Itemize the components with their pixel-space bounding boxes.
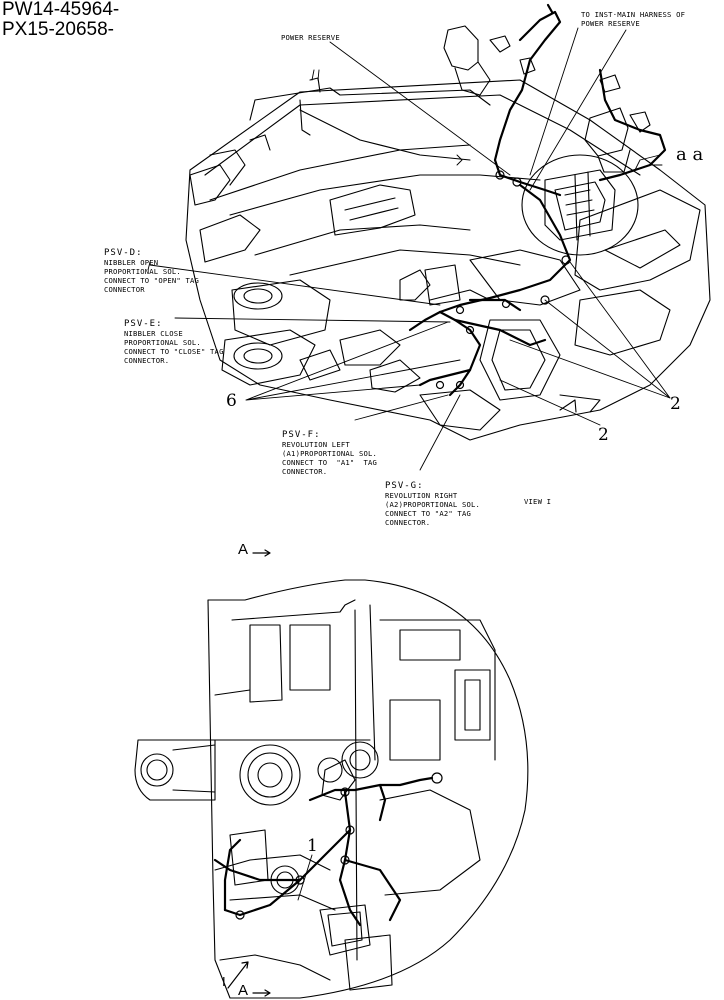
callout-power-reserve: POWER RESERVE (281, 33, 340, 42)
item-1-leader (298, 855, 312, 900)
valve-block (522, 155, 638, 255)
leader-lines (148, 28, 670, 470)
harness-clamps (437, 171, 571, 389)
psv-g-body: REVOLUTION RIGHT (A2)PROPORTIONAL SOL. C… (385, 491, 481, 527)
psv-f-body: REVOLUTION LEFT (A1)PROPORTIONAL SOL. CO… (282, 440, 378, 476)
callout-psv-d: PSV-D:NIBBLER OPEN PROPORTIONAL SOL. CON… (104, 231, 200, 295)
psv-g-title: PSV-G: (385, 481, 424, 491)
psv-e-body: NIBBLER CLOSE PROPORTIONAL SOL. CONNECT … (124, 329, 224, 365)
item-number-2-right: 2 (670, 394, 681, 414)
detail-aa-label: a a (676, 144, 704, 165)
revolving-frame-outline (208, 580, 528, 998)
callout-psv-f: PSV-F:REVOLUTION LEFT (A1)PROPORTIONAL S… (282, 413, 378, 477)
lower-wiring-harness (215, 778, 432, 925)
boom-foot-pin (135, 740, 215, 800)
document-header: PW14-45964- PX15-20658- (2, 0, 119, 40)
psv-e-title: PSV-E: (124, 319, 163, 329)
part-markings (312, 70, 662, 165)
callout-psv-e: PSV-E:NIBBLER CLOSE PROPORTIONAL SOL. CO… (124, 302, 224, 366)
lever-console (230, 760, 392, 990)
lower-clamps (236, 773, 442, 919)
psv-d-title: PSV-D: (104, 248, 143, 258)
swing-bearing (240, 742, 378, 894)
section-arrows (228, 550, 270, 996)
view-i-marker: I (222, 974, 226, 989)
item-number-2-lower: 2 (598, 425, 609, 445)
boom-foot-bosses (222, 280, 330, 385)
callout-psv-g: PSV-G:REVOLUTION RIGHT (A2)PROPORTIONAL … (385, 464, 481, 528)
callout-inst-main-harness: TO INST·MAIN HARNESS OF POWER RESERVE (581, 10, 686, 28)
serial-range-2: PX15-20658- (2, 19, 114, 40)
psv-f-title: PSV-F: (282, 430, 321, 440)
section-marker-top: A (238, 541, 249, 558)
wiring-harness (410, 5, 665, 395)
serial-range-1: PW14-45964- (2, 0, 120, 20)
upper-frame (186, 78, 710, 440)
section-marker-bottom: A (238, 982, 249, 999)
psv-d-body: NIBBLER OPEN PROPORTIONAL SOL. CONNECT T… (104, 258, 200, 294)
item-number-1: 1 (307, 836, 318, 856)
view-i-label: VIEW I (524, 497, 552, 506)
item-number-6: 6 (226, 391, 237, 411)
